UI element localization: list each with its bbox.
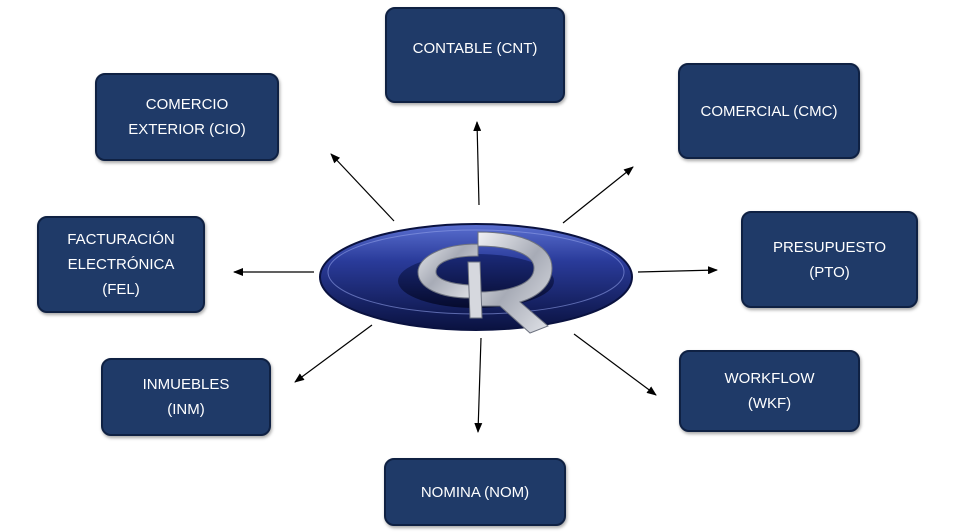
module-contable-box: CONTABLE (CNT) — [385, 7, 565, 103]
q-logo-icon — [319, 223, 633, 334]
arrow-to-cnt — [473, 121, 482, 206]
arrow-to-inm — [294, 324, 373, 383]
module-contable-label: CONTABLE (CNT) — [412, 40, 538, 57]
module-inmuebles-label: INMUEBLES (INM) — [142, 376, 230, 418]
module-presupuesto-label: PRESUPUESTO (PTO) — [772, 238, 887, 281]
arrow-to-cmc — [562, 166, 634, 224]
arrow-to-cio — [330, 153, 395, 222]
module-comercial-label: COMERCIAL (CMC) — [700, 102, 838, 120]
module-inmuebles-box: INMUEBLES (INM) — [101, 358, 271, 436]
arrow-to-nom — [474, 337, 483, 433]
arrow-to-wkf — [573, 333, 657, 396]
arrow-to-pto — [637, 266, 718, 275]
module-comercio-exterior-label: COMERCIO EXTERIOR (CIO) — [128, 96, 246, 138]
module-comercial-box: COMERCIAL (CMC) — [678, 63, 860, 159]
module-workflow-label: WORKFLOW (WKF) — [724, 370, 815, 412]
module-workflow-box: WORKFLOW (WKF) — [679, 350, 860, 432]
module-comercio-exterior-box: COMERCIO EXTERIOR (CIO) — [95, 73, 279, 161]
module-presupuesto-box: PRESUPUESTO (PTO) — [741, 211, 918, 308]
module-facturacion-label: FACTURACIÓN ELECTRÓNICA (FEL) — [67, 231, 175, 298]
module-nomina-label: NOMINA (NOM) — [420, 483, 530, 501]
module-facturacion-box: FACTURACIÓN ELECTRÓNICA (FEL) — [37, 216, 205, 313]
module-nomina-box: NOMINA (NOM) — [384, 458, 566, 526]
